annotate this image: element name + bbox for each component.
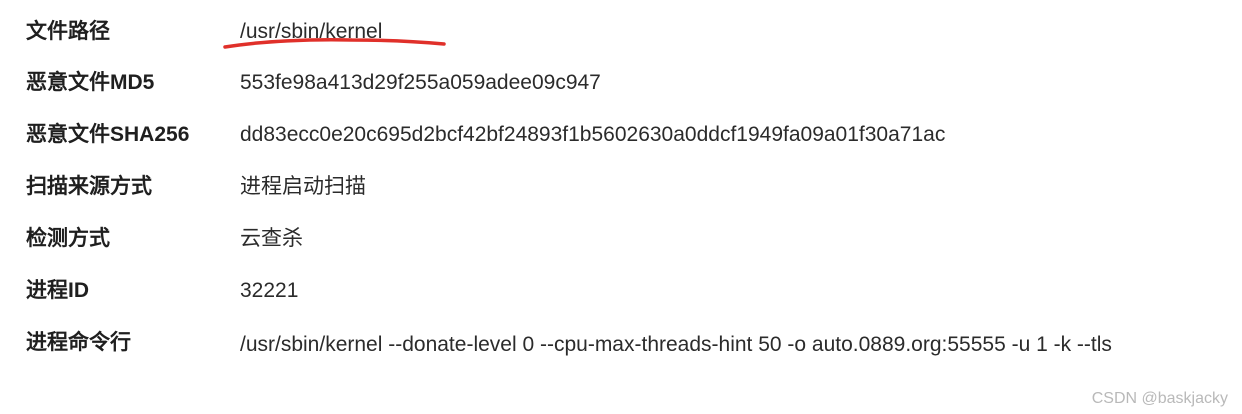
value-file-path: /usr/sbin/kernel [240,20,383,43]
label-md5: 恶意文件MD5 [26,71,155,94]
value-command-line: /usr/sbin/kernel --donate-level 0 --cpu-… [240,333,1112,356]
value-md5: 553fe98a413d29f255a059adee09c947 [240,71,601,94]
label-process-id: 进程ID [26,279,89,302]
value-process-id: 32221 [240,279,299,302]
label-detection-method: 检测方式 [26,227,110,250]
value-detection-method: 云查杀 [240,227,303,250]
value-sha256: dd83ecc0e20c695d2bcf42bf24893f1b5602630a… [240,123,946,146]
label-sha256: 恶意文件SHA256 [26,123,190,146]
watermark: CSDN @baskjacky [1091,390,1228,407]
label-command-line: 进程命令行 [26,331,131,354]
label-file-path: 文件路径 [26,20,110,43]
value-scan-source: 进程启动扫描 [240,175,366,198]
label-scan-source: 扫描来源方式 [26,175,152,198]
